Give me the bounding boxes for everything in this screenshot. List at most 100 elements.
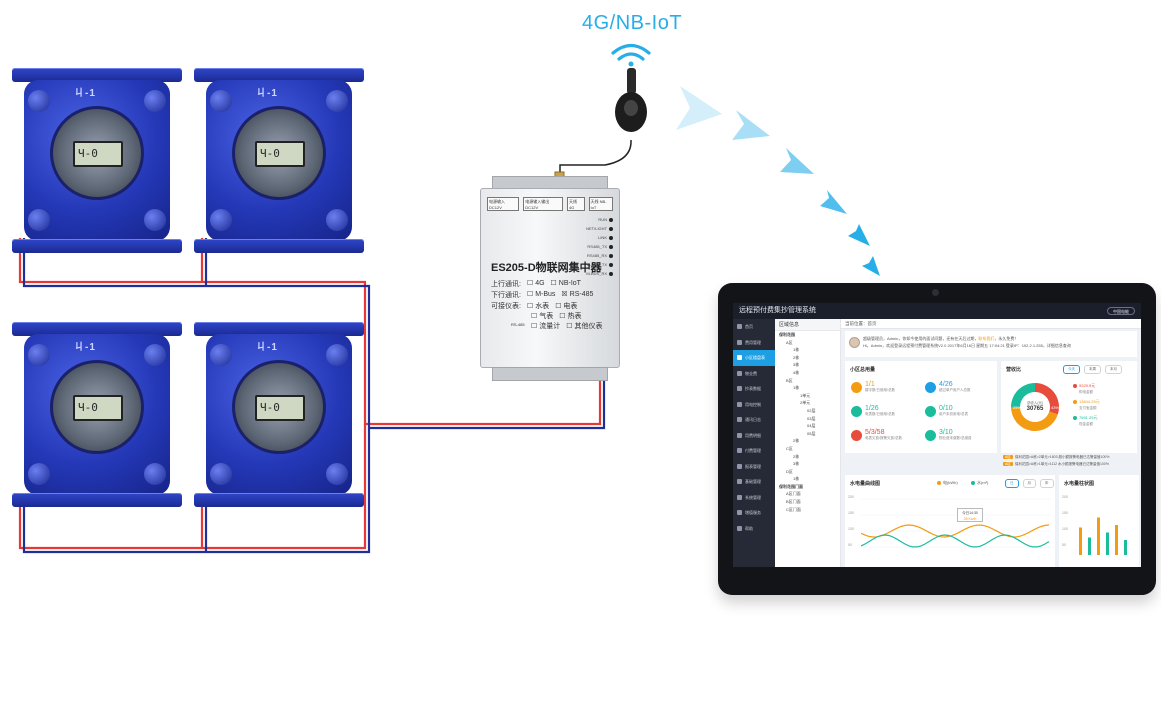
sidebar-item[interactable]: 帮助 [733, 521, 775, 537]
led-indicator: LINK [573, 233, 613, 242]
tab-button[interactable]: 日 [1005, 479, 1019, 488]
stat-label: 电表欠费/报警欠费/总数 [865, 436, 902, 440]
tab-button[interactable]: 本周 [1084, 365, 1101, 374]
nav-icon [737, 386, 742, 392]
stat-icon [851, 429, 862, 441]
tree-node[interactable]: D区 [775, 468, 840, 476]
meter-mark: ㄐ-1 [256, 342, 278, 353]
axis-tick-label: 150 [1062, 511, 1068, 515]
tree-node[interactable]: 3栋 [775, 361, 840, 369]
tree-node[interactable]: 1栋 [775, 475, 840, 483]
bar [1115, 525, 1118, 555]
legend-dot [937, 481, 941, 485]
tree-node[interactable]: C区 [775, 445, 840, 453]
terminal-label: RS-485 [511, 322, 525, 327]
arrow-icon [862, 256, 880, 276]
nav-icon [737, 432, 742, 438]
tab-button[interactable]: 月 [1022, 479, 1036, 488]
led-indicator: M-BUS_TX [573, 260, 613, 269]
tree-node[interactable]: B区门面 [775, 498, 840, 506]
alert-list: A区保利花园>A栋>2单元>1603 超小额报警电器已达警量值100% A区保利花… [1001, 453, 1137, 471]
antenna [554, 68, 647, 191]
meter-lcd: Ч-0 [255, 141, 305, 167]
tab-button[interactable]: 本月 [1105, 365, 1122, 374]
tree-node[interactable]: 3栋 [775, 460, 840, 468]
tree-node[interactable]: 05层 [775, 430, 840, 438]
alert-item[interactable]: A区保利花园>A栋>2单元>1603 超小额报警电器已达警量值100% [1003, 455, 1109, 460]
wifi-signal-icon [611, 43, 651, 67]
port-label: 天线 4G [566, 197, 585, 211]
usage-title: 小区总用量 [850, 367, 876, 373]
tree-node[interactable]: C区门面 [775, 506, 840, 514]
port-label: 天线 NB-IoT [588, 197, 613, 211]
login-info: Hi，Admin，欢迎登录远程预付费管理系统V2.0 2017年6月16日 星期… [863, 343, 1071, 348]
sidebar-item[interactable]: 报表管理 [733, 459, 775, 475]
meter-wire-blue [22, 428, 371, 554]
axis-tick-label: 50 [1062, 543, 1066, 547]
tree-node[interactable]: 04层 [775, 422, 840, 430]
tab-button[interactable]: 今天 [1063, 365, 1080, 374]
donut-segment [1011, 407, 1058, 431]
tree-node[interactable]: 02层 [775, 407, 840, 415]
tree-node[interactable]: 2栋 [775, 354, 840, 362]
sidebar-item[interactable]: 抄表数据 [733, 381, 775, 397]
tree-node[interactable]: A区 [775, 339, 840, 347]
nav-icon [737, 370, 742, 376]
legend-label: 现金金额 [1079, 422, 1093, 426]
tab-button[interactable]: 年 [1040, 479, 1054, 488]
sidebar-item-label: 基础管理 [745, 479, 761, 484]
sidebar-item[interactable]: 增值服务 [733, 505, 775, 521]
top-right-button[interactable]: 中国电能 [1107, 307, 1135, 315]
sidebar-item[interactable]: 系统管理 [733, 490, 775, 506]
line-chart-title: 水电量曲线图 [850, 481, 881, 487]
legend-dot [971, 481, 975, 485]
stat-icon [925, 429, 936, 441]
legend-amount: 7691.25元 [1079, 415, 1098, 420]
meter-lcd: Ч-0 [73, 141, 123, 167]
tree-node[interactable]: B区 [775, 377, 840, 385]
sidebar-item[interactable]: 通讯日志 [733, 412, 775, 428]
tree-node[interactable]: 2单元 [775, 399, 840, 407]
tree-node-label: 2栋 [793, 453, 800, 459]
nav-icon [737, 510, 742, 516]
stat-icon [851, 381, 862, 393]
revenue-legend-item: 13844.25元支付宝金额 [1073, 399, 1100, 411]
tree-node[interactable]: A区门面 [775, 490, 840, 498]
sidebar-item[interactable]: 用电控制 [733, 397, 775, 413]
tree-node[interactable]: 2栋 [775, 453, 840, 461]
sidebar-item[interactable]: 付费管理 [733, 443, 775, 459]
sidebar-item[interactable]: 物业费 [733, 366, 775, 382]
tree-node[interactable]: 1栋 [775, 346, 840, 354]
sidebar-item[interactable]: 小区楼盘表 [733, 350, 775, 366]
sidebar-item-label: 用费明细 [745, 432, 761, 438]
sidebar-item[interactable]: 首页 [733, 319, 775, 335]
led-indicator: NET/LIGHT [573, 224, 613, 233]
bar [1097, 517, 1100, 555]
tree-node[interactable]: 03层 [775, 415, 840, 423]
bar [1079, 527, 1082, 555]
sidebar-item[interactable]: 基础管理 [733, 474, 775, 490]
tree-title: 区域信息 [775, 319, 840, 331]
meters-spec: ☐ 气表☐ 热表 [531, 313, 582, 320]
tree-node[interactable]: 4栋 [775, 369, 840, 377]
donut-segment [1035, 383, 1059, 415]
tree-node[interactable]: 保利花园门面 [775, 483, 840, 491]
alert-tag: A区 [1003, 455, 1013, 459]
tree-node-label: 05层 [807, 430, 816, 436]
alert-item[interactable]: A区保利花园>A栋>1单元>1112 水小额报警电器已达警量值100% [1003, 462, 1109, 467]
chart-tooltip: 今日14:30 28 Kw/h [957, 508, 983, 522]
stat-value: 5/3/58 [865, 429, 885, 436]
port-row: 电源输入 DC12V 电源输入输出 DC12V 天线 4G 天线 NB-IoT [487, 197, 613, 211]
water-meter: ㄐ-1 Ч-0 [12, 68, 182, 253]
meters-spec: 可接仪表:☐ 水表☐ 电表 [491, 303, 578, 310]
contact-link[interactable]: 联系我们 [978, 336, 995, 341]
legend-label: 支付宝金额 [1079, 406, 1097, 410]
sidebar-item[interactable]: 费用管理 [733, 335, 775, 351]
meter-dial: Ч-0 [50, 106, 144, 200]
tree-node[interactable]: 1栋 [775, 384, 840, 392]
tree-node[interactable]: 1单元 [775, 392, 840, 400]
sidebar-item[interactable]: 用费明细 [733, 428, 775, 444]
tree-node[interactable]: 保利花园 [775, 331, 840, 339]
port-label: 电源输入 DC12V [487, 197, 520, 211]
tree-node[interactable]: 2栋 [775, 437, 840, 445]
